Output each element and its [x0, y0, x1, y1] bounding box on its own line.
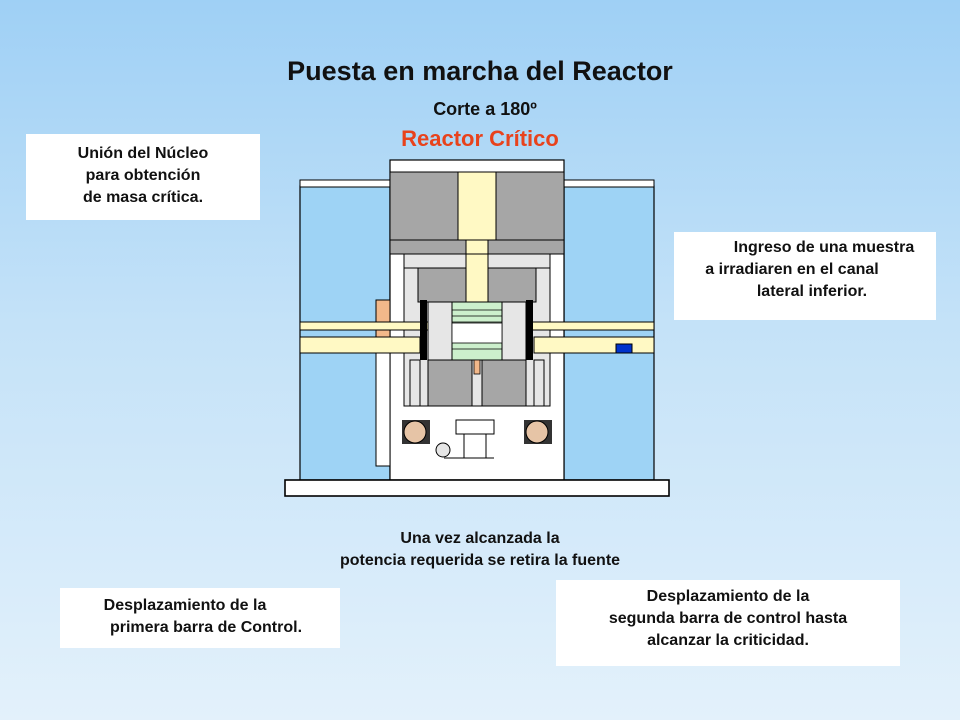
source-marker — [473, 359, 481, 375]
page-subtitle: Corte a 180º — [433, 99, 537, 119]
upper-right-block — [495, 171, 565, 241]
irradiation-sample — [615, 343, 633, 354]
lower-right-strip — [533, 359, 545, 407]
upper-band-channel — [465, 239, 489, 255]
reactor-status: Reactor Crítico — [401, 126, 559, 151]
right-pool-water — [563, 185, 655, 481]
second-control-rod — [526, 300, 533, 360]
inner-right-block — [487, 267, 537, 303]
note-second-control-rod: Desplazamiento de la segunda barra de co… — [556, 580, 900, 666]
left-reflector-plate — [375, 299, 391, 341]
lower-left-strip — [409, 359, 421, 407]
central-channel-upper — [465, 253, 489, 303]
bottom-fitting-body — [463, 433, 487, 459]
lower-right-block — [481, 359, 527, 407]
beam-tube-lower-left — [299, 336, 421, 354]
caption: Una vez alcanzada la potencia requerida … — [339, 530, 621, 569]
bottom-fitting-top — [455, 419, 495, 435]
core-left-reflector — [427, 301, 453, 361]
inner-left-block — [417, 267, 467, 303]
left-top-plate — [299, 179, 391, 188]
base-plate — [284, 479, 670, 497]
first-control-rod — [420, 300, 427, 360]
note-first-control-rod: Desplazamiento de la primera barra de Co… — [60, 588, 340, 648]
detector-small — [435, 442, 451, 458]
core-right-reflector — [501, 301, 527, 361]
lower-left-block — [427, 359, 473, 407]
note-core-union: Unión del Núcleo para obtención de masa … — [26, 134, 260, 220]
left-guide-tube — [375, 339, 391, 467]
right-top-plate — [563, 179, 655, 188]
upper-fuel-channel — [457, 171, 497, 241]
note-sample-entry: Ingreso de una muestra a irradiaren en e… — [674, 232, 936, 320]
right-drive-wheel — [525, 420, 549, 444]
page-title: Puesta en marcha del Reactor — [287, 56, 673, 86]
upper-left-block — [389, 171, 459, 241]
core-gap — [451, 322, 503, 344]
left-drive-wheel — [403, 420, 427, 444]
beam-tube-lower-right — [533, 336, 655, 354]
